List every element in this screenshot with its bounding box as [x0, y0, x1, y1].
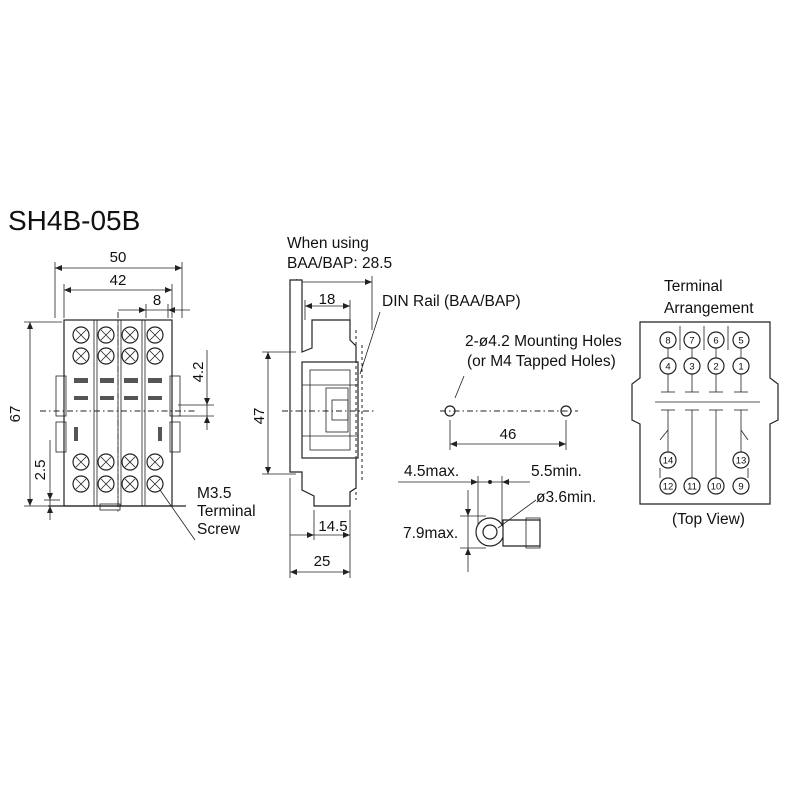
dim-bottom: 2.5 [32, 460, 49, 481]
screw-slot [75, 329, 87, 341]
screw-slot [149, 478, 161, 490]
terminal-6-number: 6 [713, 336, 718, 347]
dim-side: 4.2 [190, 362, 207, 383]
screw-label-1: M3.5 [197, 485, 231, 502]
screw-slot [75, 350, 87, 362]
dim-width-inner: 42 [110, 272, 127, 289]
terminal-1-number: 1 [738, 362, 743, 373]
screw-label-3: Screw [197, 521, 241, 538]
front-view: 50 42 8 [7, 249, 256, 541]
holes-label-2: (or M4 Tapped Holes) [467, 353, 616, 370]
terminal-arrangement: Terminal Arrangement 8 7 6 5 4 3 2 1 12 11 10 9 14 13… [631, 278, 779, 528]
arrangement-title-1: Terminal [664, 278, 723, 295]
terminal-8-number: 8 [665, 336, 670, 347]
screw-slot [100, 478, 112, 490]
side-dim-bottom-2: 25 [314, 553, 331, 570]
terminal-grid: 8 7 6 5 4 3 2 1 12 11 10 9 14 13 [655, 326, 760, 495]
terminal-5-number: 5 [738, 336, 743, 347]
terminal-7-number: 7 [689, 336, 694, 347]
terminal-9-number: 9 [738, 482, 743, 493]
terminal-screws [72, 326, 164, 493]
dim-height: 67 [7, 406, 24, 423]
screw-slot [100, 329, 112, 341]
screw-slot [124, 456, 136, 468]
dim-width-outer: 50 [110, 249, 127, 266]
screw-slot [100, 350, 112, 362]
terminal-10-number: 10 [711, 482, 722, 493]
side-dim-bottom-1: 14.5 [318, 518, 347, 535]
terminal-14-number: 14 [663, 456, 674, 467]
terminal-2-number: 2 [713, 362, 718, 373]
terminal-12 [659, 477, 677, 495]
screw-slot [124, 350, 136, 362]
screw-slot [75, 478, 87, 490]
side-note-2: BAA/BAP: 28.5 [287, 255, 392, 272]
screw-slot [149, 456, 161, 468]
arrangement-title-2: Arrangement [664, 300, 754, 317]
screw-slot [100, 456, 112, 468]
dim-hole-dia: ø3.6min. [536, 489, 596, 506]
dim-max-width: 4.5max. [404, 463, 459, 480]
mounting-holes: 2-ø4.2 Mounting Holes (or M4 Tapped Hole… [398, 333, 622, 572]
side-dim-top: 18 [319, 291, 336, 308]
din-rail-label: DIN Rail (BAA/BAP) [382, 293, 521, 310]
holes-label-1: 2-ø4.2 Mounting Holes [465, 333, 622, 350]
screw-slot [124, 329, 136, 341]
terminal-3-number: 3 [689, 362, 694, 373]
terminal-4-number: 4 [665, 362, 670, 373]
side-note-1: When using [287, 235, 369, 252]
terminal-13-number: 13 [736, 456, 747, 467]
screw-slot [149, 350, 161, 362]
terminal-12-number: 12 [663, 482, 674, 493]
terminal-11-number: 11 [687, 482, 697, 493]
hole-spacing: 46 [500, 426, 517, 443]
dim-min-width: 5.5min. [531, 463, 582, 480]
model-title: SH4B-05B [8, 205, 140, 236]
screw-label-2: Terminal [197, 503, 256, 520]
side-dim-height: 47 [251, 408, 268, 425]
top-view-caption: (Top View) [672, 511, 745, 528]
screw-slot [75, 456, 87, 468]
screw-slot [124, 478, 136, 490]
dim-max-height: 7.9max. [403, 525, 458, 542]
contact-line [740, 429, 749, 441]
dim-pitch: 8 [153, 292, 161, 309]
side-view: When using BAA/BAP: 28.5 18 47 [251, 235, 521, 578]
contact-line [659, 429, 669, 441]
screw-slot [149, 329, 161, 341]
terminal-9 [732, 477, 750, 495]
